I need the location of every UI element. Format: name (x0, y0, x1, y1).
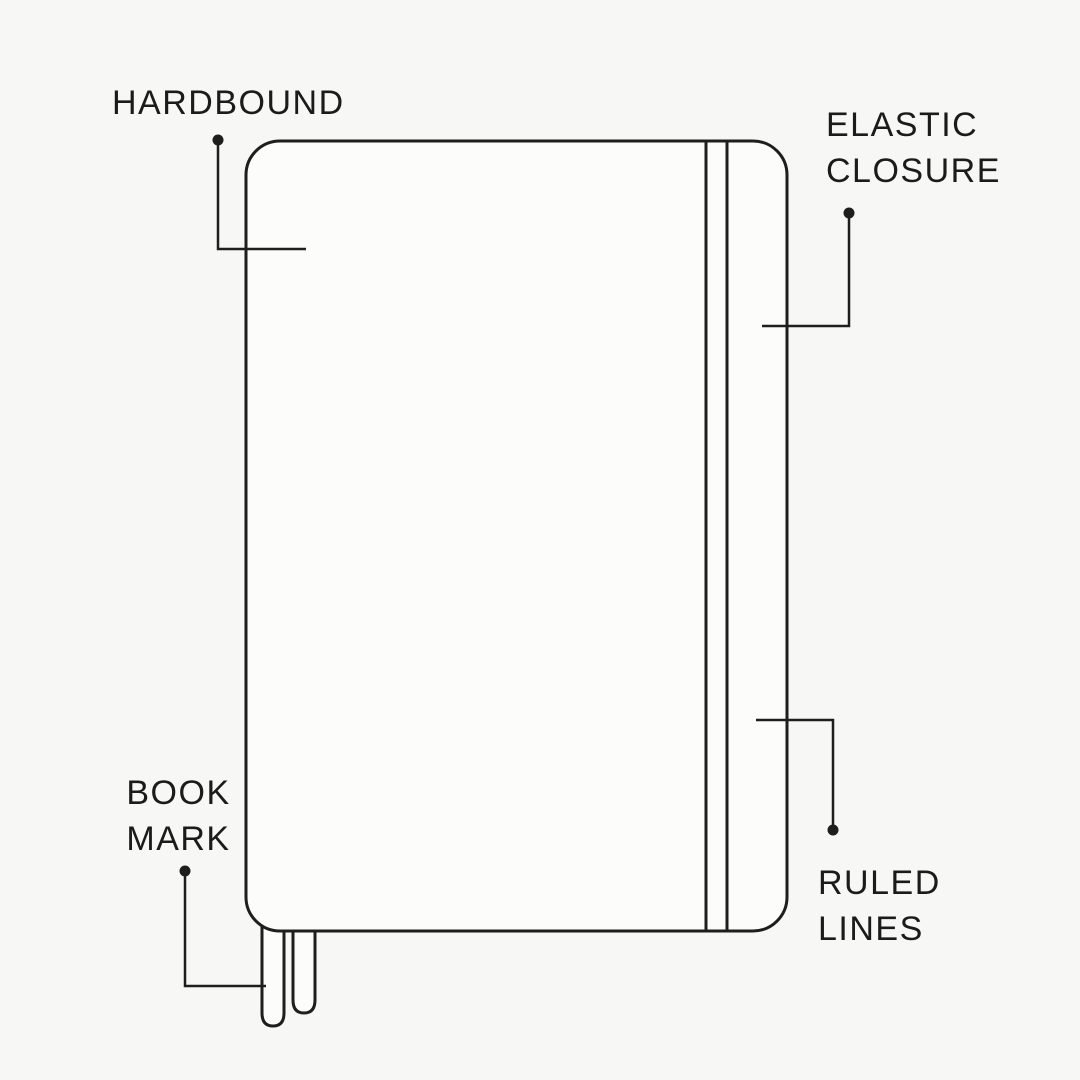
leader-line-ruled-lines (756, 718, 835, 830)
callout-book-mark (179, 865, 266, 988)
label-book-mark-line2: MARK (126, 820, 231, 858)
label-ruled-lines-line2: LINES (818, 910, 924, 948)
bookmark-ribbons (260, 913, 317, 1028)
label-ruled-lines-line1: RULED (818, 864, 941, 902)
callout-elastic-closure (762, 207, 855, 328)
label-hardbound: HARDBOUND (112, 84, 345, 122)
label-elastic-closure-line1: ELASTIC (826, 106, 979, 144)
leader-line-book-mark (183, 871, 266, 988)
label-elastic-closure: ELASTIC CLOSURE (826, 102, 1001, 194)
leader-line-hardbound (216, 140, 306, 251)
leader-line-elastic-closure (762, 213, 851, 328)
callout-ruled-lines (756, 718, 839, 836)
notebook-cover (244, 139, 789, 933)
label-book-mark: BOOK MARK (96, 770, 261, 862)
bookmark-ribbon-right (291, 913, 317, 1015)
elastic-band (704, 141, 729, 931)
label-ruled-lines: RULED LINES (818, 860, 941, 952)
bookmark-ribbon-left (260, 913, 286, 1028)
label-elastic-closure-line2: CLOSURE (826, 152, 1001, 190)
label-book-mark-line1: BOOK (126, 774, 231, 812)
callout-hardbound (212, 134, 306, 251)
